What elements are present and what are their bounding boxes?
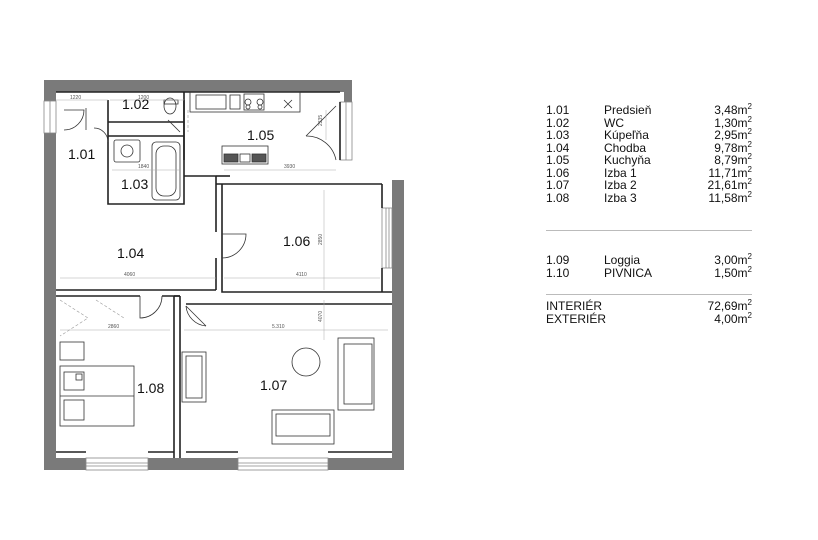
legend-divider (546, 294, 752, 295)
windows (43, 100, 393, 471)
legend-area: 8,79m2 (714, 152, 752, 167)
legend-area-unit-exponent: 2 (747, 139, 752, 149)
legend-row: 1.03 Kúpeľňa 2,95m2 (546, 127, 766, 142)
legend-code: 1.05 (546, 153, 570, 167)
living-furniture (181, 337, 375, 445)
legend-code: 1.08 (546, 190, 570, 205)
legend-area-unit-exponent: 2 (747, 177, 752, 186)
room-label-1-05: 1.05 (247, 127, 274, 143)
legend-code: 1.04 (546, 140, 570, 155)
legend-area: 72,69m2 (707, 298, 752, 313)
legend-area-unit-exponent: 2 (747, 114, 752, 124)
legend-name: Predsieň (604, 103, 652, 117)
legend-area: 3,48m2 (714, 102, 752, 117)
dining-table (221, 145, 269, 165)
legend-total-row: EXTERIÉR 4,00m2 (546, 311, 766, 326)
legend-code: 1.01 (546, 103, 570, 117)
legend-name: Chodba (604, 140, 647, 155)
legend-code: 1.06 (546, 165, 570, 180)
hidden-lines (59, 110, 189, 337)
legend-row: 1.01 Predsieň 3,48m2 (546, 102, 766, 117)
legend-name: PIVNICA (604, 265, 653, 280)
legend-row: 1.04 Chodba 9,78m2 (546, 139, 766, 155)
dim-4060: 4060 (124, 272, 135, 278)
dim-4110: 4110 (296, 272, 307, 278)
legend-rooms: 1.01 Predsieň 3,48m2 1.02 WC 1,30m2 1.03 Kúpeľň… (546, 102, 766, 205)
legend-area-unit-exponent: 2 (747, 152, 752, 161)
legend-area-unit-exponent: 2 (747, 164, 752, 174)
legend-area: 11,58m2 (708, 189, 752, 205)
room-label-1-06: 1.06 (283, 233, 310, 249)
beds (59, 341, 135, 427)
legend-row: 1.08 Izba 3 11,58m2 (546, 189, 766, 205)
kitchen-counter (189, 91, 301, 113)
dim-1840: 1840 (138, 164, 149, 170)
legend-code: 1.07 (546, 178, 570, 192)
legend-area-unit-exponent: 2 (747, 298, 752, 307)
legend-code: 1.02 (546, 115, 570, 130)
area-legend: 1.01 Predsieň 3,48m2 1.02 WC 1,30m2 1.03 Kúpeľň… (546, 102, 766, 325)
legend-area: 21,61m2 (707, 177, 752, 192)
legend-name: Izba 1 (604, 165, 637, 180)
legend-total-name: INTERIÉR (546, 299, 603, 313)
legend-row: 1.09 Loggia 3,00m2 (546, 252, 766, 267)
legend-area: 2,95m2 (714, 127, 752, 142)
dim-4070: 4070 (318, 311, 324, 322)
dim-1200: 1200 (138, 95, 149, 101)
legend-area: 11,71m2 (708, 164, 752, 180)
legend-row: 1.10 PIVNICA 1,50m2 (546, 264, 766, 280)
legend-area-unit-exponent: 2 (747, 252, 752, 261)
dim-2850: 2850 (318, 234, 324, 245)
legend-row: 1.02 WC 1,30m2 (546, 114, 766, 130)
legend-name: Loggia (604, 253, 641, 267)
legend-name: Izba 3 (604, 190, 637, 205)
floor-plan: 1220 1200 2335 1840 3930 2850 4060 4110 … (43, 80, 404, 471)
legend-area: 1,50m2 (714, 264, 752, 280)
room-label-1-01: 1.01 (68, 146, 95, 162)
legend-code: 1.09 (546, 253, 570, 267)
dimension-lines (56, 99, 388, 340)
room-label-1-03: 1.03 (121, 176, 148, 192)
legend-area: 9,78m2 (714, 139, 752, 155)
dim-3930: 3930 (284, 164, 295, 170)
legend-area-unit-exponent: 2 (747, 127, 752, 136)
room-label-1-08: 1.08 (137, 380, 164, 396)
legend-row: 1.06 Izba 1 11,71m2 (546, 164, 766, 180)
legend-area: 3,00m2 (714, 252, 752, 267)
legend-total-name: EXTERIÉR (546, 312, 607, 326)
legend-code: 1.10 (546, 265, 570, 280)
legend-code: 1.03 (546, 128, 570, 142)
legend-area-unit-exponent: 2 (747, 189, 752, 199)
legend-extra: 1.09 Loggia 3,00m2 1.10 PIVNICA 1,50m2 (546, 252, 766, 280)
dim-5310: 5.310 (272, 324, 285, 330)
legend-row: 1.07 Izba 2 21,61m2 (546, 177, 766, 192)
doors (63, 105, 337, 327)
dim-2860: 2860 (108, 324, 119, 330)
room-label-1-02: 1.02 (122, 96, 149, 112)
legend-name: Izba 2 (604, 178, 637, 192)
dim-2335: 2335 (318, 115, 324, 126)
legend-total-row: INTERIÉR 72,69m2 (546, 298, 766, 313)
legend-name: WC (604, 115, 624, 130)
room-label-1-04: 1.04 (117, 245, 144, 261)
legend-area-unit-exponent: 2 (747, 311, 752, 320)
bathroom-fixtures (113, 97, 181, 201)
legend-area: 1,30m2 (714, 114, 752, 130)
legend-name: Kuchyňa (604, 153, 651, 167)
dim-1220: 1220 (70, 95, 81, 101)
legend-area-unit-exponent: 2 (747, 264, 752, 274)
legend-divider (546, 230, 752, 231)
legend-name: Kúpeľňa (604, 128, 649, 142)
legend-area-unit-exponent: 2 (747, 102, 752, 111)
legend-area: 4,00m2 (714, 311, 752, 326)
legend-row: 1.05 Kuchyňa 8,79m2 (546, 152, 766, 167)
room-label-1-07: 1.07 (260, 377, 287, 393)
